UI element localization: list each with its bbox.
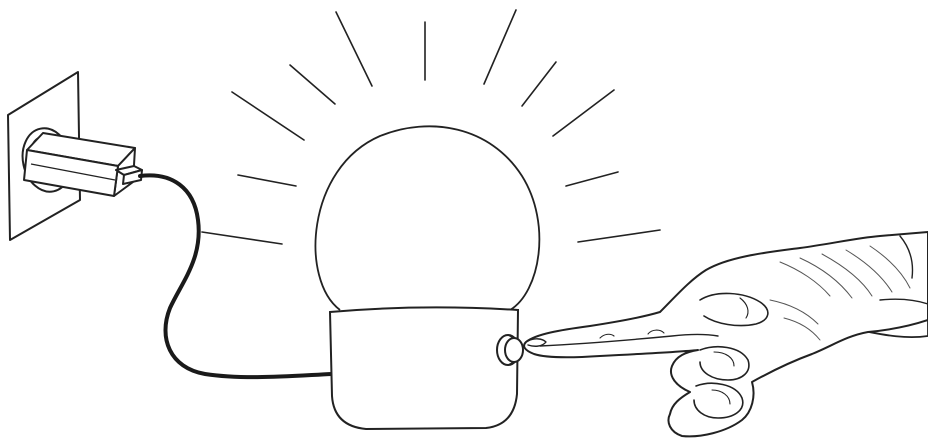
lamp-globe-icon xyxy=(314,125,541,311)
usb-charger-icon xyxy=(23,132,143,197)
lamp-base-icon xyxy=(328,306,520,431)
usb-cable-icon xyxy=(138,173,334,380)
power-button-icon xyxy=(496,334,524,366)
light-rays-icon xyxy=(201,9,661,245)
pointing-hand-icon xyxy=(523,231,928,438)
